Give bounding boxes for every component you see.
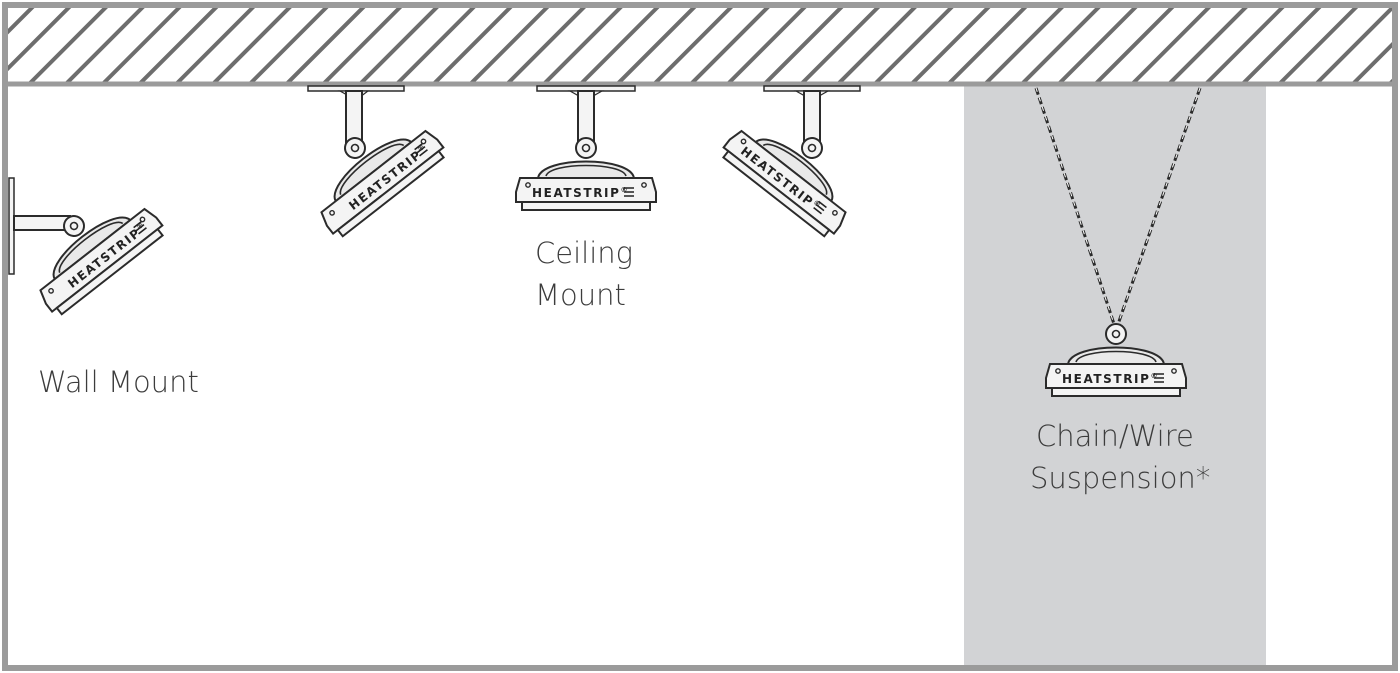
svg-text:HEATSTRIP®: HEATSTRIP®: [532, 186, 629, 200]
suspension-label-line1: Chain/Wire: [1036, 419, 1194, 453]
heat-waves-icon: [133, 220, 147, 235]
suspension-label-line2: Suspension*: [1030, 461, 1210, 495]
wall-mount-label: Wall Mount: [38, 365, 199, 399]
wall-mount-heater: HEATSTRIP®: [8, 174, 169, 319]
ceiling-mount-label-line1: Ceiling: [535, 236, 633, 270]
chain-suspension-heater: HEATSTRIP®: [1034, 87, 1202, 397]
ceiling-hatch: [5, 5, 1395, 84]
ceiling-mount-label-line2: Mount: [535, 278, 626, 312]
chain-link-icon: [1034, 87, 1202, 331]
ceiling-mount-heater-straight: HEATSTRIP®: [515, 85, 657, 211]
svg-text:HEATSTRIP®: HEATSTRIP®: [1062, 372, 1159, 386]
ceiling-mount-heater-angled-left: HEATSTRIP®: [292, 85, 450, 241]
ceiling-mount-heater-angled-right: HEATSTRIP®: [717, 85, 875, 241]
